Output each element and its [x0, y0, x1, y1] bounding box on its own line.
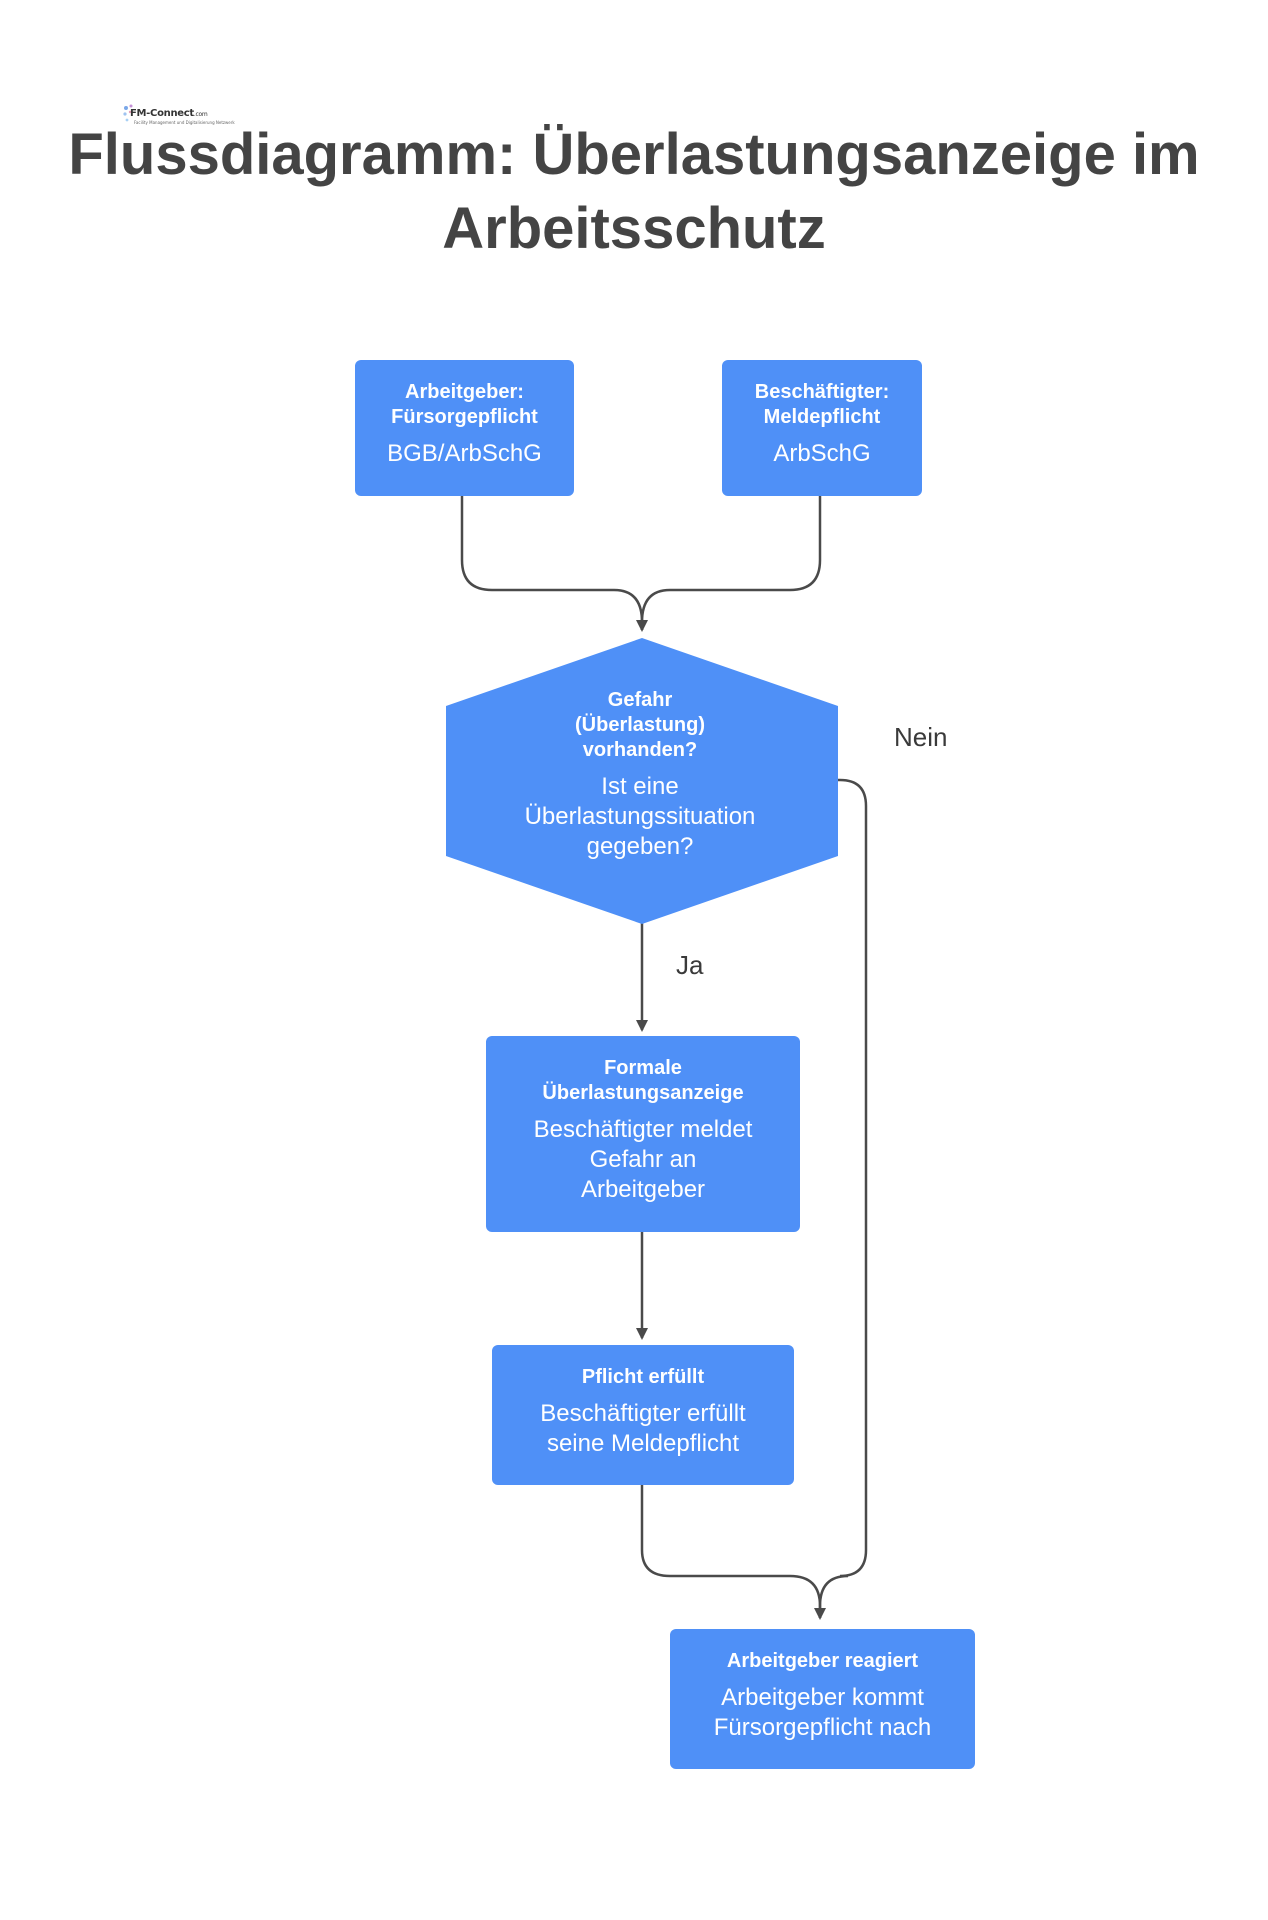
edge-fulfilled-to-reaction — [640, 1482, 826, 1620]
employer-reacts-heading: Arbeitgeber reagiert — [726, 1650, 919, 1672]
logo-wordmark: FM-Connect.com — [130, 108, 208, 119]
decision-body: Ist eine Überlastungssituation gegeben? — [524, 773, 756, 860]
employer-reacts-node: Arbeitgeber reagiert Arbeitgeber kommt F… — [670, 1629, 975, 1769]
logo-tagline: Facility Management und Digitalisierung … — [134, 120, 235, 125]
edge-label-yes: Ja — [676, 950, 704, 980]
employer-duty-body: BGB/ArbSchG — [387, 440, 542, 467]
decision-hexagon — [446, 638, 838, 924]
decision-node: Gefahr (Überlastung) vorhanden? Ist eine… — [480, 688, 800, 862]
page-title: Flussdiagramm: Überlastungsanzeige im Ar… — [68, 122, 1200, 261]
formal-report-heading: Formale Überlastungsanzeige — [542, 1057, 744, 1104]
formal-report-node: Formale Überlastungsanzeige Beschäftigte… — [486, 1036, 800, 1232]
logo-dots-icon — [123, 104, 133, 122]
edge-label-no: Nein — [894, 722, 948, 752]
employer-reacts-body: Arbeitgeber kommt Fürsorgepflicht nach — [713, 1684, 932, 1741]
fm-connect-logo: FM-Connect.com Facility Management und D… — [122, 104, 235, 130]
decision-heading: Gefahr (Überlastung) vorhanden? — [575, 689, 705, 761]
employee-duty-heading: Beschäftigter: Meldepflicht — [754, 381, 890, 428]
edge-employer-to-decision — [460, 496, 648, 632]
duty-fulfilled-heading: Pflicht erfüllt — [581, 1366, 705, 1388]
edge-employee-to-decision — [640, 496, 822, 630]
edge-decision-no — [818, 778, 868, 1618]
employer-duty-heading: Arbeitgeber: Fürsorgepflicht — [391, 381, 538, 428]
employer-duty-node: Arbeitgeber: Fürsorgepflicht BGB/ArbSchG — [355, 360, 574, 496]
duty-fulfilled-body: Beschäftigter erfüllt seine Meldepflicht — [540, 1400, 746, 1457]
duty-fulfilled-node: Pflicht erfüllt Beschäftigter erfüllt se… — [492, 1345, 794, 1485]
employee-duty-body: ArbSchG — [773, 440, 871, 467]
employee-duty-node: Beschäftigter: Meldepflicht ArbSchG — [722, 360, 922, 496]
formal-report-body: Beschäftigter meldet Gefahr an Arbeitgeb… — [533, 1116, 753, 1203]
